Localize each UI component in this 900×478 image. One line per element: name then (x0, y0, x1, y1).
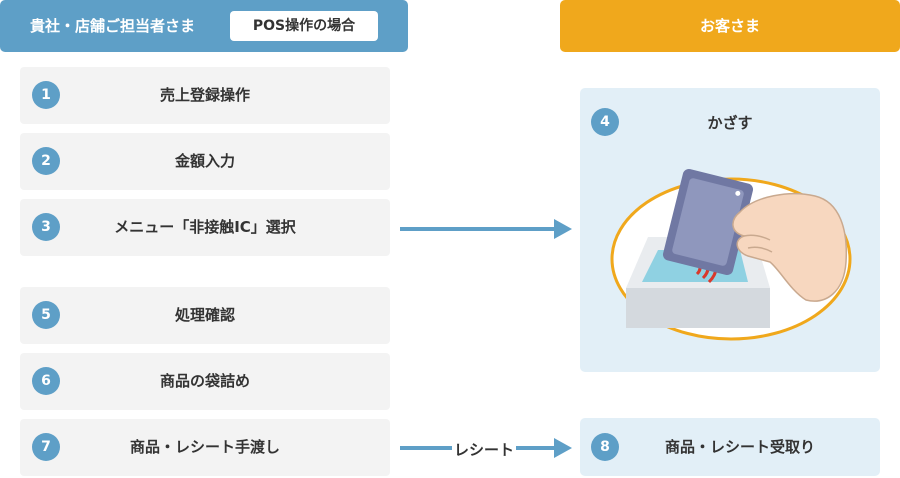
step-2: 2 金額入力 (20, 133, 390, 190)
step-7: 7 商品・レシート手渡し (20, 419, 390, 476)
step-number: 5 (32, 301, 60, 329)
step-label: 金額入力 (174, 152, 235, 170)
step-number: 2 (32, 147, 60, 175)
step-label: メニュー「非接触IC」選択 (114, 218, 296, 236)
step-number: 3 (32, 213, 60, 241)
staff-header: 貴社・店舗ご担当者さま POS操作の場合 (0, 0, 408, 52)
step-number: 7 (32, 433, 60, 461)
step-number: 1 (32, 81, 60, 109)
arrow-to-customer (400, 219, 572, 239)
step-3: 3 メニュー「非接触IC」選択 (20, 199, 390, 256)
step-label: かざす (707, 114, 753, 132)
step-6: 6 商品の袋詰め (20, 353, 390, 410)
step-label: 売上登録操作 (159, 86, 250, 104)
step-label: 商品の袋詰め (159, 372, 250, 390)
step-number: 8 (591, 433, 619, 461)
pos-badge: POS操作の場合 (230, 11, 378, 41)
step-number: 4 (591, 108, 619, 136)
step-1: 1 売上登録操作 (20, 67, 390, 124)
card-tap-illustration (610, 168, 852, 341)
customer-header: お客さま (560, 0, 900, 52)
receipt-arrow-label: レシート (452, 439, 517, 460)
step-number: 6 (32, 367, 60, 395)
staff-header-title: 貴社・店舗ご担当者さま (30, 17, 196, 35)
step-5: 5 処理確認 (20, 287, 390, 344)
step-label: 処理確認 (174, 306, 235, 324)
step-label: 商品・レシート手渡し (129, 438, 280, 456)
step-label: 商品・レシート受取り (664, 438, 815, 456)
step-8-panel: 8 商品・レシート受取り (580, 418, 880, 476)
